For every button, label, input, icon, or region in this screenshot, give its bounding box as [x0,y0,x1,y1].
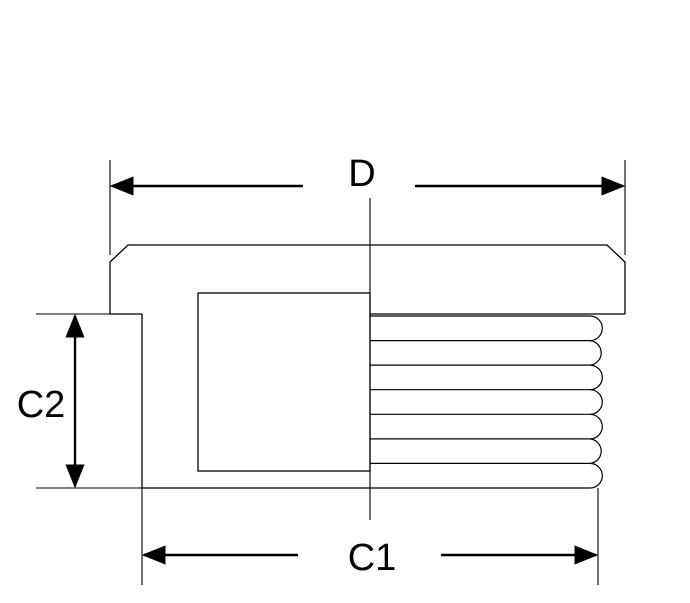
c1-dimension-label: C1 [348,537,397,579]
d-dimension-label: D [348,153,375,195]
c2-dimension-label: C2 [17,384,66,426]
thread-group [370,315,603,489]
thread-lobes [370,315,603,489]
hex-socket-recess [197,292,371,472]
plug-head-outline [109,244,626,314]
